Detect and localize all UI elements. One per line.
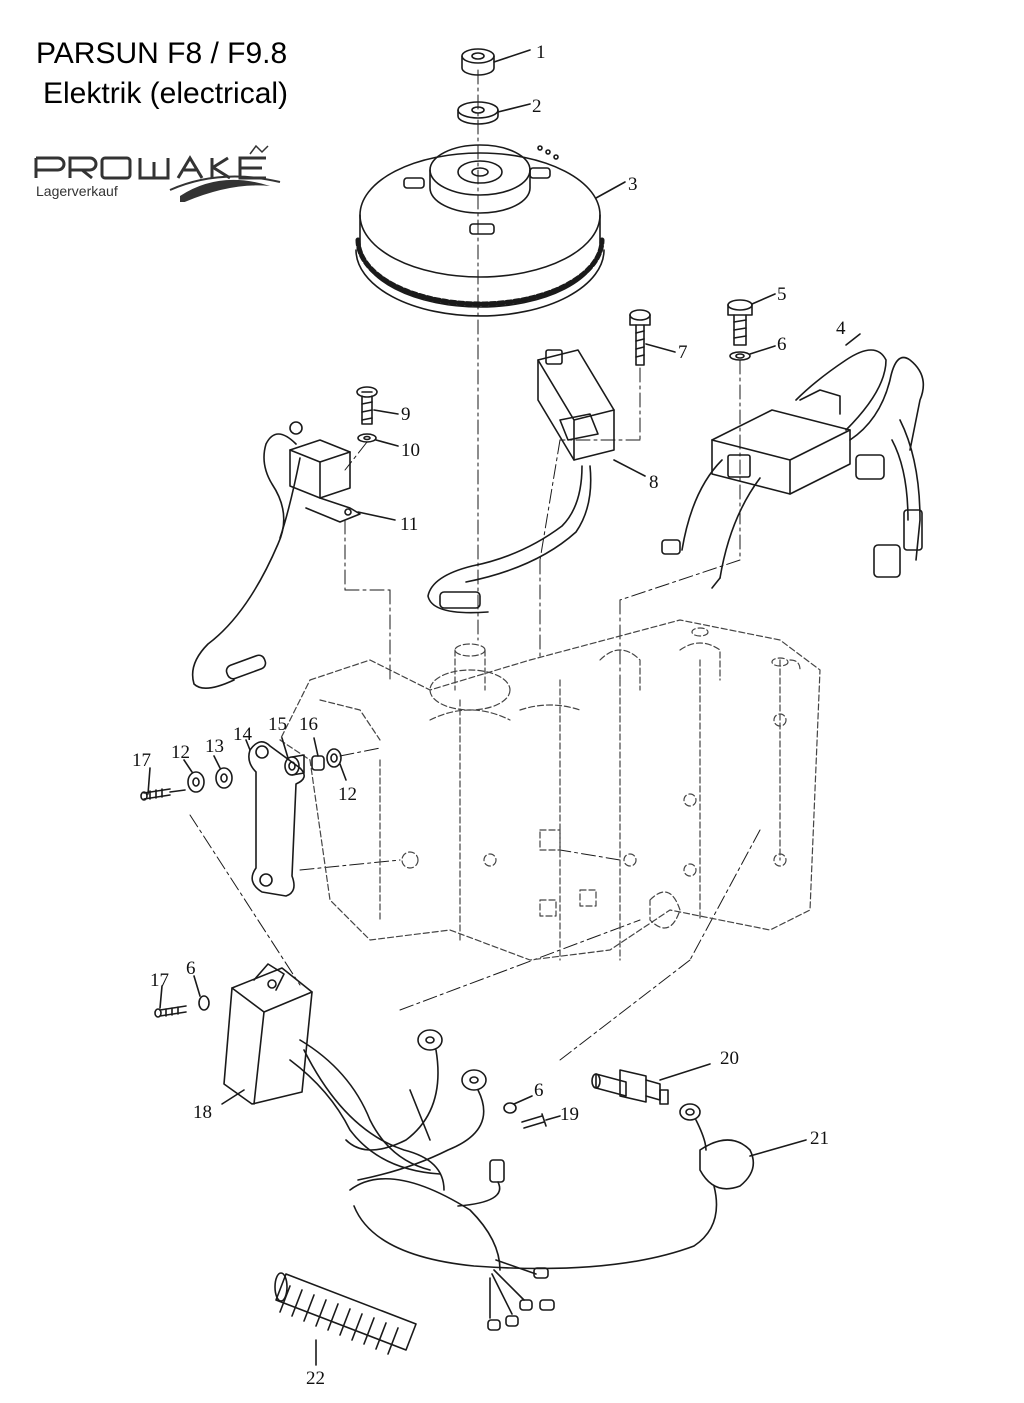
part-rectifier-18	[221, 963, 445, 1191]
part-screw-9	[356, 386, 399, 425]
part-screw-17-lower	[154, 985, 187, 1018]
part-sensor-20	[591, 1063, 711, 1105]
callout-1: 1	[536, 42, 546, 63]
logo-tagline: Lagerverkauf	[36, 183, 118, 199]
callout-8: 8	[649, 472, 659, 493]
part-washer-12-right	[326, 748, 347, 781]
callout-6-harness: 6	[534, 1080, 544, 1101]
part-bolt-7	[629, 309, 676, 441]
part-flywheel-3	[355, 144, 626, 317]
diagram-title: PARSUN F8 / F9.8	[36, 37, 288, 70]
callout-18: 18	[193, 1102, 212, 1123]
callout-6: 6	[777, 334, 787, 355]
part-nut-1	[461, 48, 531, 76]
part-washer-6	[729, 345, 776, 561]
part-washer-2	[457, 101, 531, 125]
callout-17-upper: 17	[132, 750, 151, 771]
part-charge-coil-11	[191, 421, 396, 689]
callout-labels: 1 2 3 4 5 6 7 8 9 10 11 12 13 14 15 16 1…	[132, 42, 846, 1389]
part-washer-6-harness	[503, 1095, 533, 1114]
part-screw-17-upper	[140, 767, 186, 801]
part-pulser-coil-8	[427, 349, 646, 614]
callout-19: 19	[560, 1104, 579, 1125]
part-tube-22	[274, 1272, 417, 1366]
callout-13: 13	[205, 736, 224, 757]
part-collar-16	[311, 737, 325, 771]
part-boot-21	[353, 1103, 807, 1270]
callout-2: 2	[532, 96, 542, 117]
callout-11: 11	[400, 514, 418, 535]
part-plate-14	[245, 739, 305, 897]
part-washer-6-lower	[193, 975, 210, 1011]
callout-16: 16	[299, 714, 318, 735]
callout-15: 15	[268, 714, 287, 735]
callout-20: 20	[720, 1048, 739, 1069]
part-washer-10	[344, 433, 399, 471]
callout-21: 21	[810, 1128, 829, 1149]
part-bolt-5	[727, 293, 776, 346]
part-ignition-coil-4	[661, 333, 925, 589]
callout-5: 5	[777, 284, 787, 305]
part-grommet-15	[281, 737, 305, 776]
callout-12-right: 12	[338, 784, 357, 805]
ground-terminals	[345, 1029, 505, 1207]
prowake-logo	[34, 144, 281, 202]
callout-6-lower: 6	[186, 958, 196, 979]
part-screw-19	[521, 1113, 561, 1129]
callout-17-lower: 17	[150, 970, 169, 991]
harness-terminals	[349, 1089, 555, 1331]
callout-14: 14	[233, 724, 253, 745]
callout-3: 3	[628, 174, 638, 195]
callout-22: 22	[306, 1368, 325, 1389]
callout-9: 9	[401, 404, 411, 425]
callout-4: 4	[836, 318, 846, 339]
part-washer-12-left	[183, 759, 205, 793]
callout-12-left: 12	[171, 742, 190, 763]
engine-block-outline	[279, 619, 821, 961]
callout-10: 10	[401, 440, 420, 461]
callout-7: 7	[678, 342, 688, 363]
diagram-subtitle: Elektrik (electrical)	[43, 77, 289, 110]
part-washer-13	[213, 755, 233, 789]
